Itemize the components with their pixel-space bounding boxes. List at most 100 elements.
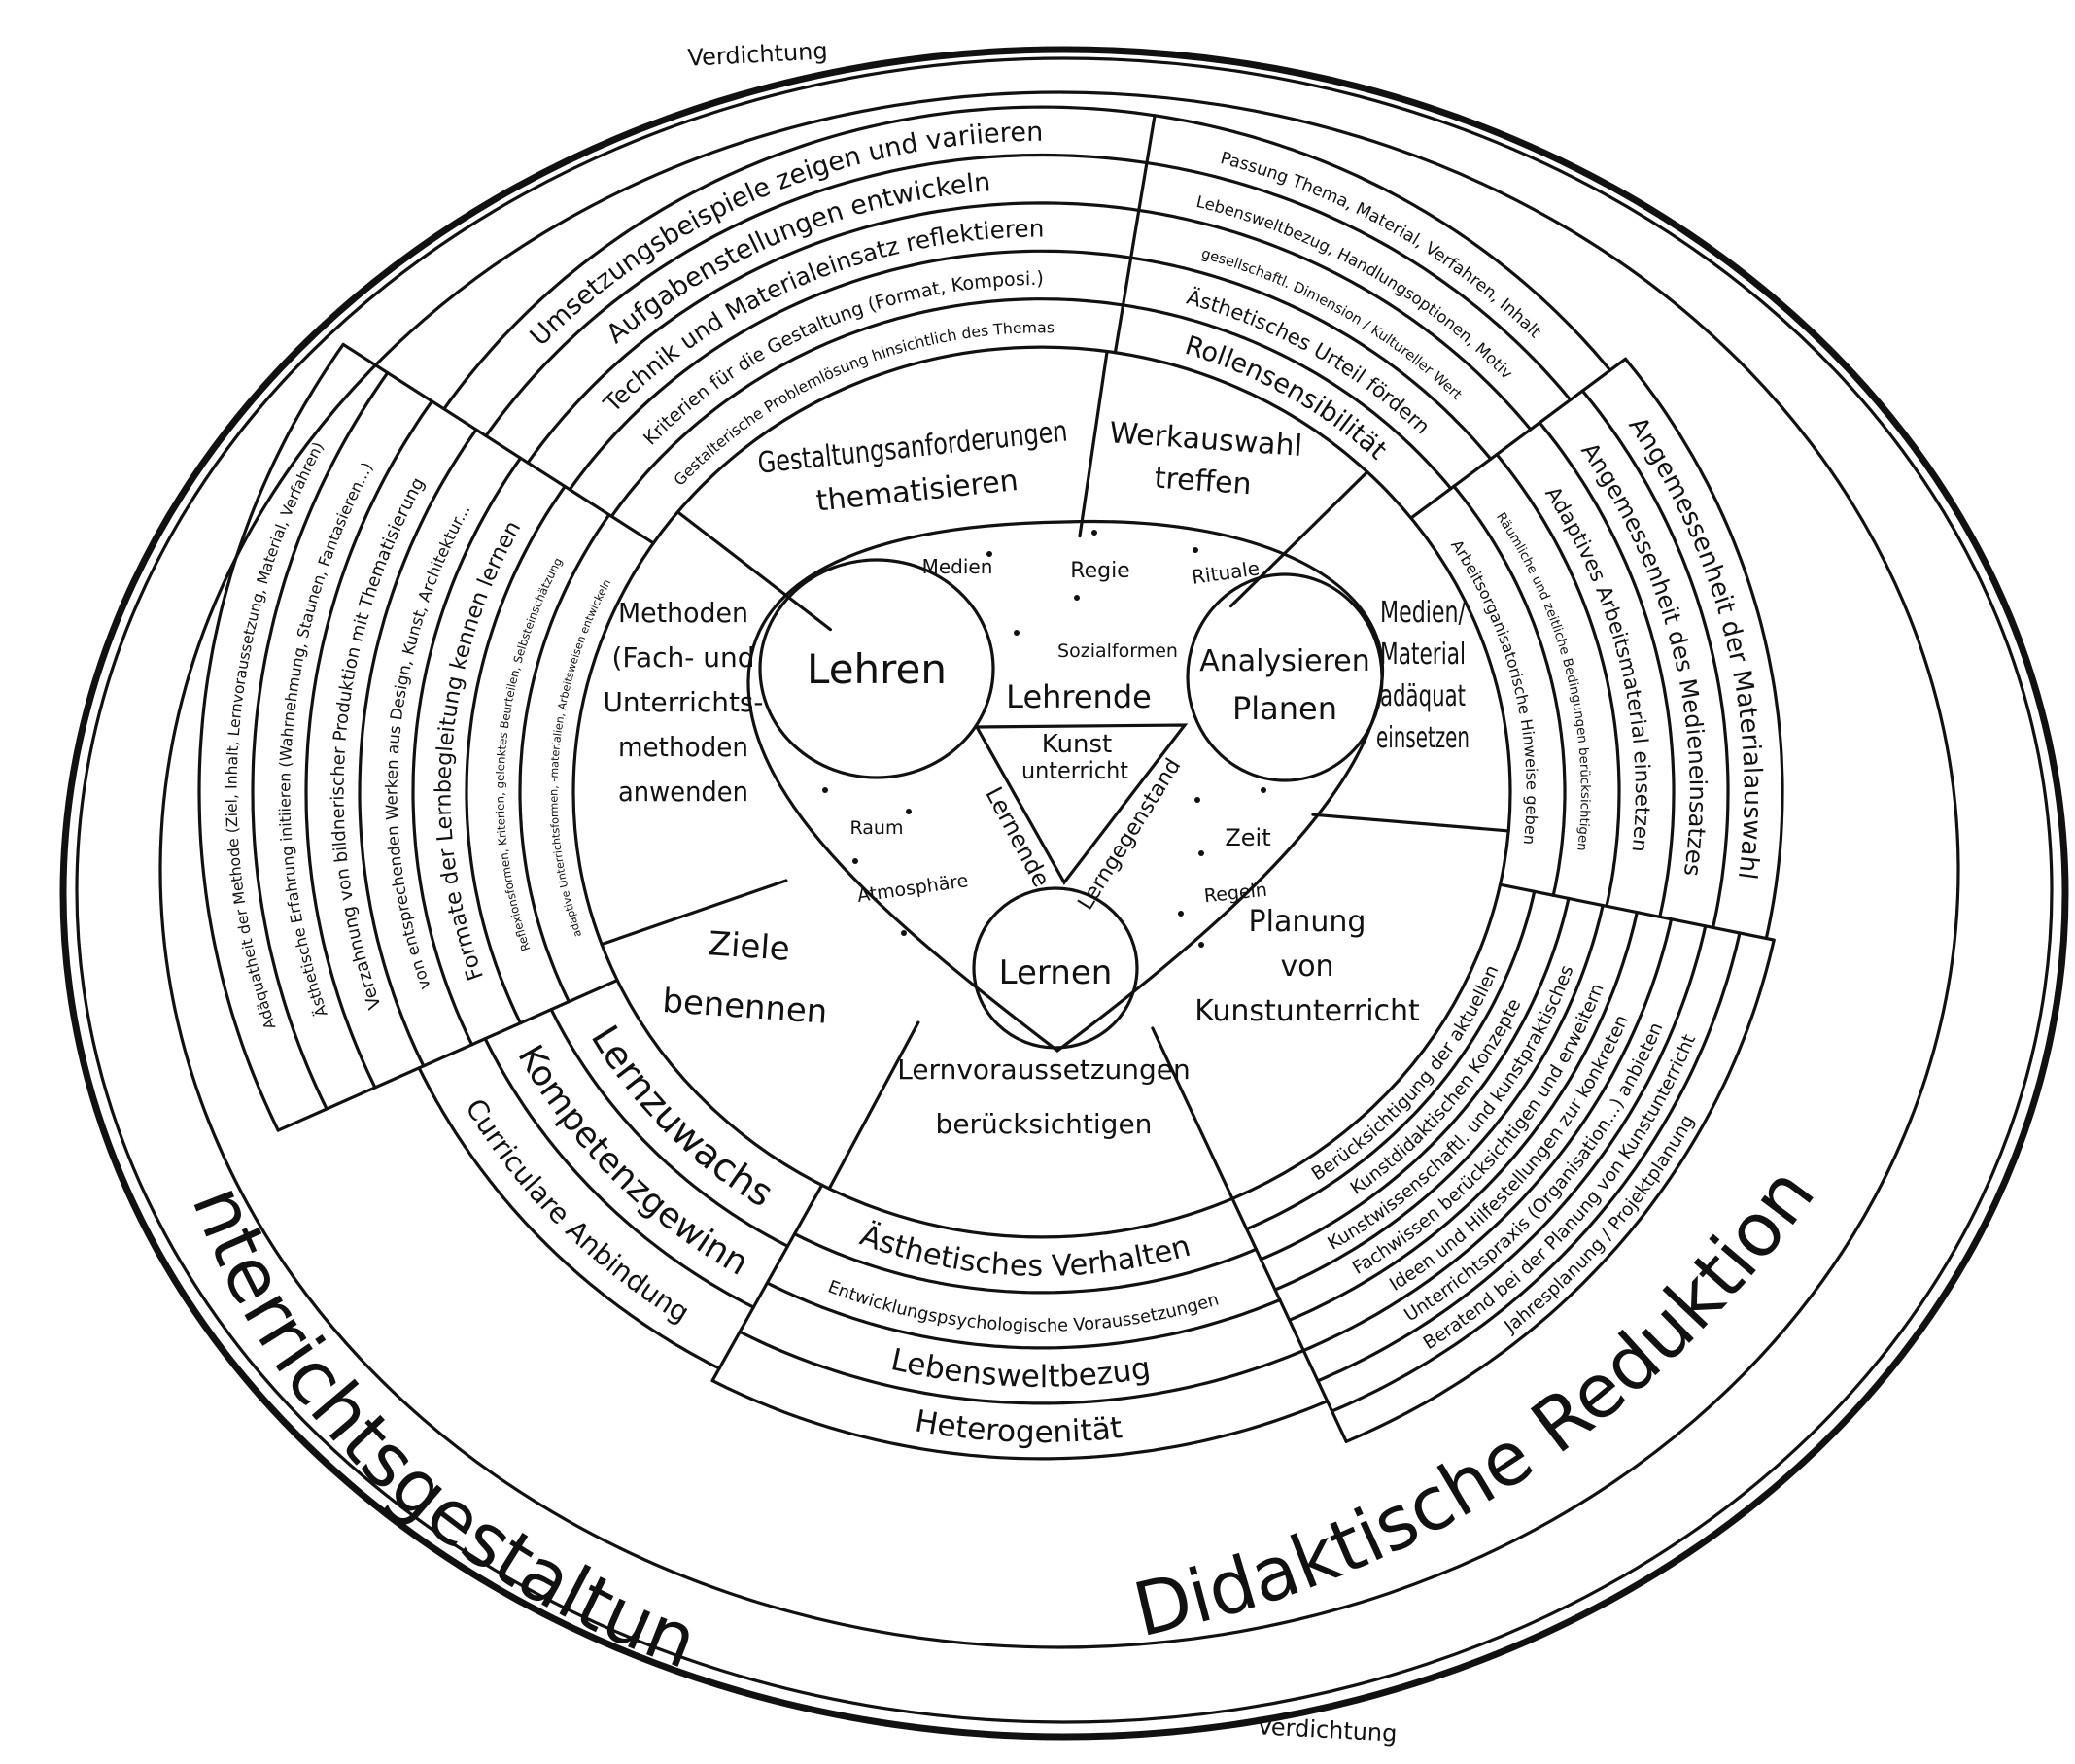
ring-line [1344,938,1776,1443]
green-divider [675,510,832,632]
outer-boundary [59,46,2069,1741]
ring-line [568,249,1133,492]
ring-line [483,1037,755,1309]
sector-divider [1113,114,1157,355]
factor-regie: Regie [1070,559,1129,583]
green-label-line: thematisieren [814,464,1020,519]
sector-divider [276,978,619,1132]
factor-rituale: Rituale [1191,556,1262,589]
green-label-line: Gestaltungsanforderungen [756,414,1069,480]
outer-sector-5: Curriculare AnbindungKompetenzgewinnLern… [417,1008,790,1370]
factor-sozialformen: Sozialformen [1057,640,1178,662]
ring-line [1623,357,1784,941]
ring-line [484,153,1149,437]
circle-lehren [758,558,995,779]
sector-row-text: Lebensweltbezug [888,1342,1154,1395]
ring-line [251,371,390,1111]
green-label-line: Ziele [707,924,791,969]
circle-lernen [972,886,1139,1050]
sector-divider [1498,882,1776,942]
ring-line [1273,903,1605,1292]
ring-line [549,1008,790,1248]
sector-row-text: Räumliche und zeitliche Bedingungen berü… [1493,510,1592,851]
green-ring-fill [571,345,1512,1239]
outer-sector-4: HeterogenitätLebensweltbezugEntwicklungs… [710,1218,1330,1461]
green-label-line: einsetzen [1376,721,1470,755]
ring-line [1259,896,1571,1262]
green-label-line: Kunstunterricht [1194,994,1420,1028]
scatter-dots [822,530,1266,948]
green-sector-label-2: Medien/Material adäquat einsetzen [1376,596,1470,755]
ring-line [765,1281,1282,1350]
triangle [974,723,1189,885]
green-label-line: (Fach- und [611,641,754,674]
green-divider [1151,1026,1234,1200]
ring-line [197,342,345,1132]
ring-line [442,105,1157,411]
ring-line [1129,256,1493,461]
ring-line [1288,911,1639,1322]
green-label-line: Lernvoraussetzungen [897,1054,1191,1086]
green-label-line: treffen [1154,461,1253,502]
ring-line [526,201,1141,465]
ring-line [518,513,611,1004]
ring-line [1121,303,1453,491]
factor-medien: Medien [922,555,993,578]
ring-line [304,399,433,1090]
ring-line [738,1330,1305,1405]
green-label-line: benennen [661,982,828,1032]
sector-divider [710,1183,824,1383]
green-label-line: methoden [618,731,748,763]
ring-line [417,1066,721,1370]
lehren-label: Lehren [807,645,947,693]
ring-line [1301,917,1674,1353]
ring-line [609,297,1125,518]
sector-divider [341,342,656,545]
green-sector-label-1: Werkauswahltreffen [1105,416,1303,505]
green-divider [827,1020,920,1191]
ring-line [792,1232,1259,1295]
unterrichtsgestaltung-label: Unterrichtsgestaltung [0,0,709,1685]
ring-line [465,484,567,1025]
core-blob [746,519,1385,1054]
green-label-line: Planung [1249,905,1366,939]
lernen-label: Lernen [999,953,1113,992]
green-label-line: Medien/ [1380,596,1467,630]
green-sector-label-0: Gestaltungsanforderungenthematisieren [756,414,1074,524]
verdichtung-top-label: Verdichtung [687,37,828,72]
ring-line [1137,208,1533,432]
ring-line [1245,889,1537,1231]
green-divider [1078,349,1109,538]
sector-row-text: Heterogenität [913,1403,1124,1449]
factor-regeln: Regeln [1203,880,1268,908]
green-divider [600,879,788,947]
green-sector-label-5: Ziele benennen [661,921,833,1032]
sector-row-text: Adäquatheit der Methode (Ziel, Inhalt, L… [223,439,327,1031]
ring-line [358,428,478,1068]
green-label-line: Unterrichts- [604,686,764,718]
ring-line [1316,924,1708,1383]
outer-sector-2: Angemessenheit der MaterialauswahlAngeme… [1447,357,1784,941]
ring-line [411,456,523,1047]
factor-atmosphaere: Atmosphäre [856,870,970,907]
kunst-label: Kunst [1042,730,1112,759]
green-label-line: adäquat [1380,679,1466,713]
ring-line [710,1379,1330,1461]
green-label-line: von [1280,950,1333,984]
planen-label: Planen [1232,690,1337,727]
factor-zeit: Zeit [1225,824,1270,851]
ring-line [1495,453,1621,908]
green-label-line: Methoden [618,597,748,629]
green-label-line: Werkauswahl [1108,416,1303,464]
verdichtung-bottom-label: Verdichtung [1257,1712,1398,1747]
ring-line [1153,114,1612,372]
ring-line [1145,161,1573,401]
ring-line [1580,389,1730,929]
ring-line [1330,931,1742,1413]
factor-raum: Raum [850,817,904,839]
green-label-line: Material [1380,638,1466,672]
